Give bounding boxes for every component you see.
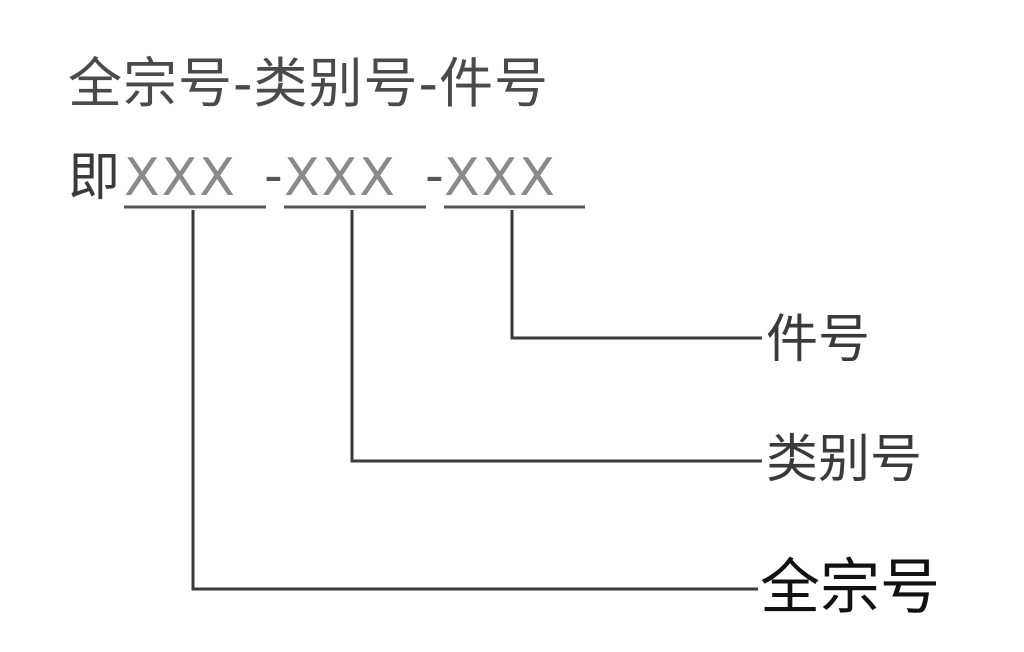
item-connector [510,210,762,340]
item-segment: XXX [444,148,557,208]
category-connector [350,210,762,463]
format-title: 全宗号-类别号-件号 [68,52,549,115]
category-segment: XXX [284,148,397,208]
separator-dash: - [425,146,444,206]
separator-dash: - [264,146,283,206]
item-number-label: 件号 [766,310,871,370]
fonds-connector [191,210,758,591]
fonds-number-label: 全宗号 [760,553,940,623]
fonds-segment: XXX [124,148,237,208]
category-number-label: 类别号 [766,430,923,490]
code-prefix: 即 [68,148,121,208]
